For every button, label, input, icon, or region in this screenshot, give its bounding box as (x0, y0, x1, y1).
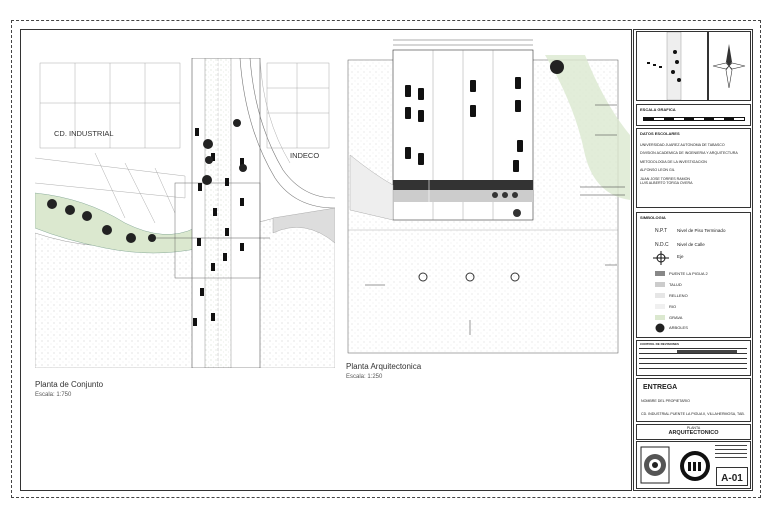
north-arrow-box (708, 31, 751, 101)
legend-swatch-grava (655, 315, 665, 320)
school-data-box: DATOS ESCOLARES UNIVERSIDAD JUAREZ AUTON… (636, 128, 751, 208)
npt-text: Nivel de Piso Terminado (677, 228, 726, 233)
data-line-teacher: ALFONSO LEON GIL (640, 168, 675, 173)
owner-line: NOMBRE DEL PROPIETARIO (641, 399, 690, 403)
division-logo-icon (680, 451, 710, 481)
legend-arboles: ARBOLES (669, 325, 688, 330)
data-line-student-2: LUIS ALBERTO TORGA OVERA (640, 181, 693, 186)
north-arrow-icon (712, 44, 746, 89)
revisions-header: CONTROL DE REVISIONES (640, 342, 679, 346)
legend-swatch-talud (655, 282, 665, 287)
data-line-division: DIVISION ACADEMICA DE INGENIERIA Y ARQUI… (640, 151, 738, 156)
location-line: CD. INDUSTRIAL PUENTE LA PIGUA II, VILLA… (641, 412, 745, 416)
npt-code: N.P.T (655, 228, 668, 234)
trees (47, 119, 247, 243)
revisions-box: CONTROL DE REVISIONES (636, 340, 751, 376)
sheet-outer-border (11, 20, 761, 498)
sheet-code: A-01 (721, 473, 743, 484)
legend-swatch-bridge (655, 271, 665, 276)
tree-symbol-icon (655, 323, 665, 333)
school-data-header: DATOS ESCOLARES (640, 131, 680, 136)
site-plan (35, 58, 335, 368)
data-line-university: UNIVERSIDAD JUAREZ AUTONOMA DE TABASCO (640, 143, 725, 147)
title-block (633, 29, 753, 491)
legend-bridge: PUENTE LA PIGUA 2 (669, 271, 708, 276)
urban-blocks (35, 62, 335, 244)
legend-rio: RIO (669, 304, 677, 309)
delivery-box: ENTREGA NOMBRE DEL PROPIETARIO CD. INDUS… (636, 378, 751, 422)
vehicles (193, 128, 244, 326)
architectural-plan (347, 39, 630, 354)
arch-plan-scale: Escala: 1:250 (346, 374, 383, 380)
logos-box: A-01 (636, 441, 751, 489)
sheet-info-lines (715, 445, 747, 461)
legend-talud: TALUD (669, 282, 682, 287)
site-plan-title: Planta de Conjunto (35, 380, 104, 389)
data-line-subject: METODOLOGIA DE LA INVESTIGACION (640, 159, 707, 164)
label-indeco: INDECO (290, 151, 320, 160)
sheet-number-box: A-01 (716, 467, 748, 486)
legend-relleno: RELLENO (669, 293, 688, 298)
graphic-scale-bar (643, 117, 745, 121)
axis-symbol-icon (653, 251, 669, 265)
label-cd-industrial: CD. INDUSTRIAL (54, 129, 114, 138)
delivery-label: ENTREGA (643, 384, 678, 391)
legend-swatch-relleno (655, 293, 665, 298)
dark-band (393, 180, 533, 190)
symbology-box: SIMBOLOGIA N.P.T Nivel de Piso Terminado… (636, 212, 751, 338)
university-seal-icon (640, 446, 670, 484)
eje-text: Eje (677, 254, 684, 259)
graphic-scale-box: ESCALA GRAFICA (636, 104, 751, 126)
drawing-area-border (20, 29, 632, 491)
plan-type-line1: PLANTA (686, 426, 701, 430)
symbology-header: SIMBOLOGIA (640, 215, 666, 220)
plan-type-box: PLANTA ARQUITECTONICO (636, 424, 751, 440)
site-plan-scale: Escala: 1:750 (35, 392, 72, 398)
data-line-student-1: JUAN JOSE TORRES RAMON (640, 176, 690, 181)
legend-grava: GRAVA (669, 315, 683, 320)
ndc-code: N.D.C (655, 242, 669, 248)
trees-arch (418, 60, 564, 282)
plan-type-line2: ARQUITECTONICO (668, 430, 719, 436)
key-plan (636, 31, 708, 101)
ndc-text: Nivel de Calle (677, 242, 705, 247)
graphic-scale-header: ESCALA GRAFICA (640, 107, 676, 112)
legend-swatch-rio (655, 304, 665, 309)
arch-plan-title: Planta Arquitectonica (346, 362, 422, 371)
parked-vehicles (405, 77, 523, 172)
